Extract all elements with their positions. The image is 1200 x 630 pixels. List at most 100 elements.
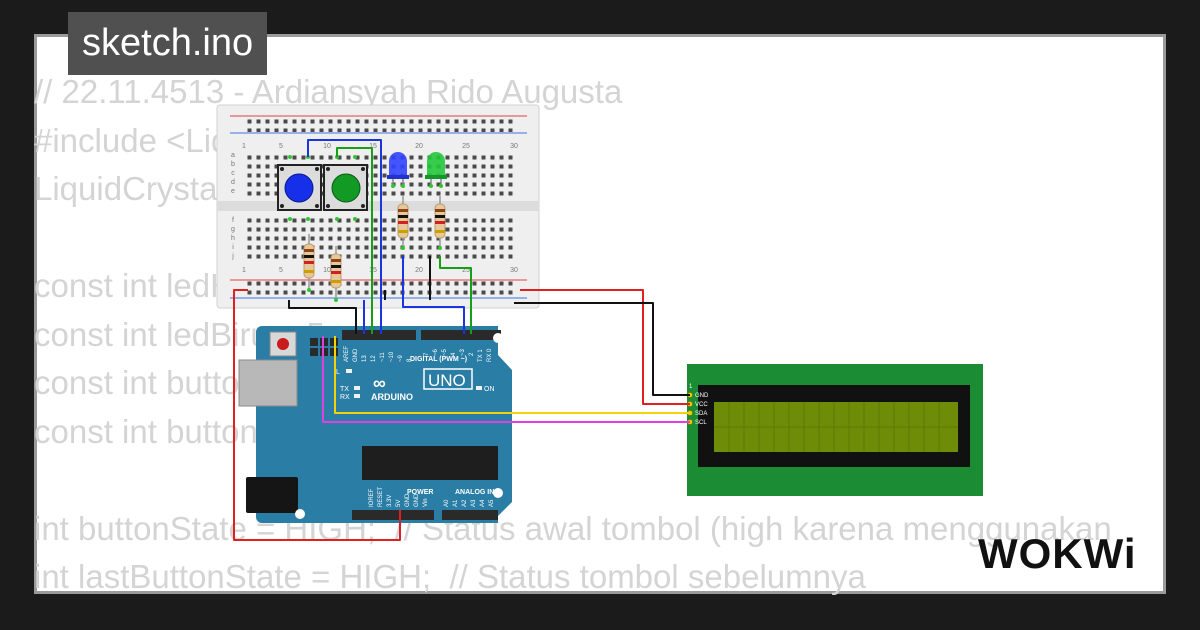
row-letter: g [231,226,235,233]
pin-label: 13 [362,355,368,362]
pin-label: A1 [453,499,459,507]
pin-label: ~6 [433,348,439,356]
indicator-label: L [336,369,340,376]
code-line: // 22.11.4513 - Ardiansyah Rido Augusta [34,73,623,110]
breadboard[interactable]: 1 5 10 15 20 25 30 1 5 10 15 20 25 30 a … [216,104,540,309]
digital-label: DIGITAL (PWM ~) [410,356,467,363]
indicator-label: RX [340,394,350,401]
pin-label: GND [353,348,359,362]
pin-label: 3.3V [387,495,393,507]
brand-label: ARDUINO [371,392,413,402]
wire-blue[interactable] [402,256,465,334]
column-number: 25 [462,143,470,150]
push-button-green[interactable] [323,164,368,211]
column-number: 1 [242,267,246,274]
pin-label: A5 [489,499,495,507]
resistor[interactable] [434,196,446,248]
pin-label: ~5 [442,348,448,356]
pin-label: RESET [378,487,384,507]
pin-label: ~11 [380,352,386,362]
pin-label: A3 [471,499,477,507]
row-letter: f [232,217,234,224]
pin-label: A2 [462,499,468,507]
button-cap-blue[interactable] [284,173,314,203]
pin-label: GND [414,493,420,507]
lcd-pin-label: SDA [695,411,707,417]
row-letter: h [231,235,235,242]
wires [233,139,690,541]
pin-label: A4 [480,499,486,507]
resistor[interactable] [303,234,315,290]
column-number: 25 [462,267,470,274]
pin-label: AREF [344,346,350,362]
lcd-pin-label: 1 [689,384,693,390]
file-name-tab[interactable]: sketch.ino [68,12,268,75]
arduino-uno-board[interactable]: ∞ ARDUINO UNO DIGITAL (PWM ~) ON POWER A… [238,326,512,523]
row-letter: d [231,179,235,186]
column-number: 20 [415,267,423,274]
row-letter: i [232,244,234,251]
pin-label: 4 [451,352,457,356]
row-letter: c [231,170,235,177]
wire-yellow[interactable] [334,336,690,414]
lcd-pin-label: GND [695,393,709,399]
column-number: 5 [279,143,283,150]
row-letter: e [231,188,235,195]
wire-red[interactable] [233,289,401,541]
model-label: UNO [428,371,466,390]
pin-label: RX 0 [487,348,493,362]
column-number: 5 [279,267,283,274]
pin-label: GND [405,493,411,507]
pin-label: IOREF [369,488,375,507]
pin-label: TX 1 [478,349,484,362]
microcontroller-chip [362,446,498,480]
wire-blue[interactable] [307,139,382,334]
pin-label: 12 [371,355,377,362]
pin-label: ~10 [389,351,395,362]
pin-label: 7 [424,352,430,356]
arduino-infinity-icon: ∞ [373,373,386,393]
button-cap-green[interactable] [331,173,361,203]
wire-red[interactable] [520,289,690,405]
wire-green[interactable] [439,256,472,334]
logo-text: WOKWi [978,530,1137,577]
digital-header-high [342,330,416,340]
power-jack [246,477,298,513]
pin-label: A0 [444,499,450,507]
wire-magenta[interactable] [322,336,690,423]
usb-port [238,359,298,407]
wire-green[interactable] [336,147,373,334]
code-line: int lastButtonState = HIGH; // Status to… [34,558,866,595]
row-letter: b [231,161,235,168]
column-number: 10 [323,267,331,274]
push-button-blue[interactable] [277,164,322,211]
row-letter: j [231,253,234,260]
wire-black[interactable] [514,302,690,396]
column-number: 15 [369,143,377,150]
analog-header [442,510,498,520]
power-label: POWER [407,489,433,496]
column-number: 30 [510,267,518,274]
lcd-module[interactable]: 1 GND VCC SDA SCL [687,364,983,496]
column-number: 20 [415,143,423,150]
lcd-pin-label: SCL [695,420,707,426]
column-number: 30 [510,143,518,150]
resistor[interactable] [330,246,342,300]
wire-black[interactable] [288,300,357,334]
pin-label: Vin [423,498,429,507]
analog-label: ANALOG IN [455,489,494,496]
pin-label: ~9 [398,354,404,362]
pin-label: 5V [396,500,402,507]
column-number: 1 [242,143,246,150]
digital-header-low [421,330,501,340]
column-number: 15 [369,267,377,274]
on-label: ON [484,386,495,393]
lcd-pin-label: VCC [695,402,708,408]
pin-label: 8 [407,358,413,362]
reset-button[interactable] [269,331,297,357]
resistor[interactable] [397,196,409,248]
wokwi-logo[interactable]: WOKWi [978,528,1158,580]
row-letter: a [231,152,235,159]
indicator-label: TX [340,386,349,393]
